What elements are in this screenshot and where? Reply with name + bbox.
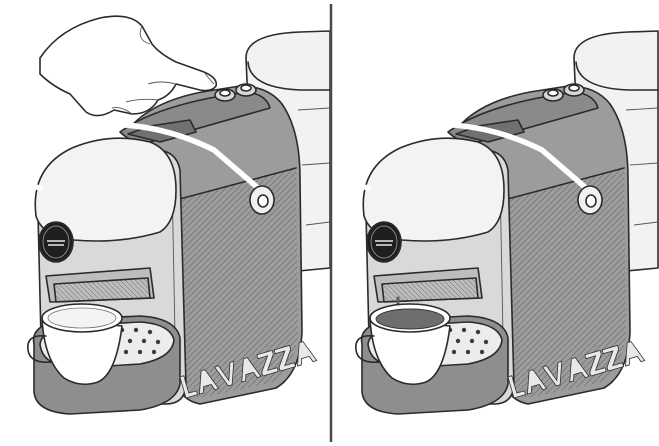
fingertip (203, 71, 215, 85)
panel-right (339, 31, 658, 414)
panel-left (11, 15, 330, 414)
empty-cup-inside (47, 307, 117, 329)
coffee-surface (375, 308, 445, 330)
hand-shape (39, 15, 218, 117)
finger-creases (111, 25, 177, 115)
hand-icon (39, 15, 218, 117)
